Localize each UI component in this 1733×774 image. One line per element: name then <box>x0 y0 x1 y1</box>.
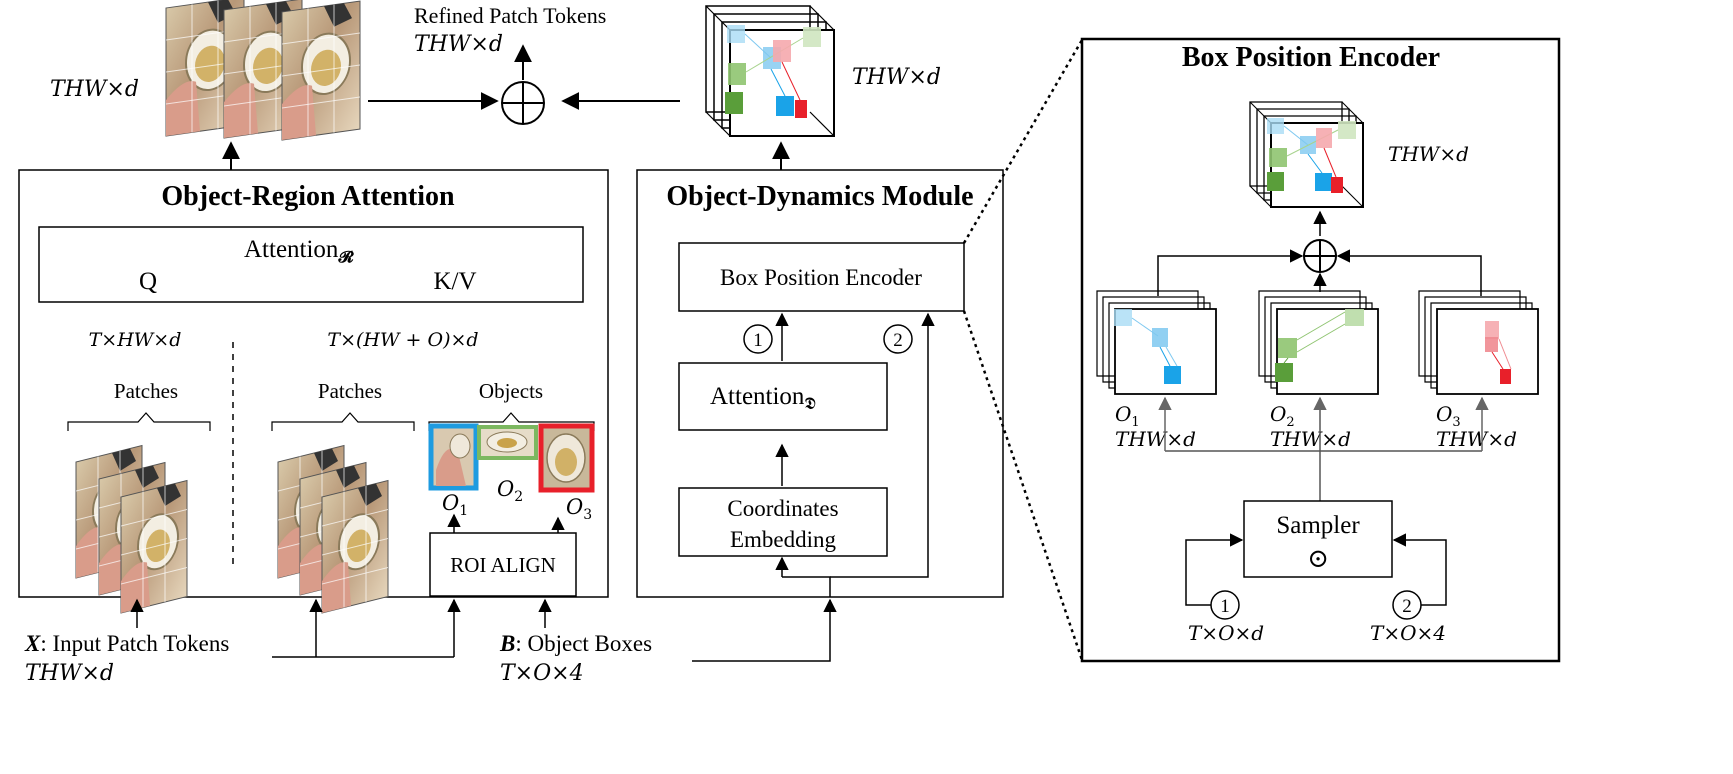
bpe-panel-title: Box Position Encoder <box>1182 42 1440 73</box>
object-o2-label: O2 <box>497 477 523 505</box>
roi-align-box <box>429 532 577 597</box>
bpe-top-dim: THW×d <box>1388 142 1469 166</box>
bpe-circle-2 <box>1392 590 1422 620</box>
b-input-dim: T×O×4 <box>500 661 584 686</box>
line-o1-to-sum <box>1157 249 1304 296</box>
odm-circle-2 <box>883 324 913 354</box>
odm-input-split <box>782 576 831 597</box>
refined-label: Refined Patch Tokens <box>414 3 606 28</box>
bpe-o1-dim: THW×d <box>1115 427 1196 451</box>
x-input-dim: THW×d <box>25 661 114 686</box>
attention-r-box <box>38 226 584 303</box>
ora-right-dim: T×(HW + O)×d <box>327 329 478 351</box>
ora-title: Object-Region Attention <box>161 181 455 212</box>
refined-dim: THW×d <box>414 32 503 57</box>
patches-right-brace <box>271 412 415 431</box>
bpe-top-cube <box>1249 101 1364 208</box>
kv-label: K/V <box>433 268 476 295</box>
bpe-o3-dim: THW×d <box>1436 427 1517 451</box>
arrow-in1-to-sampler <box>1185 533 1244 606</box>
top-cube-dim: THW×d <box>852 65 941 90</box>
odm-circle-2-label: 2 <box>893 330 903 351</box>
odm-box <box>636 169 1004 598</box>
bpe-o3-label: O3 <box>1436 402 1461 430</box>
attention-d-box <box>678 362 888 431</box>
bpe-o2-label: O2 <box>1270 402 1295 430</box>
odm-circle-1-label: 1 <box>753 330 763 351</box>
patches-left-label: Patches <box>114 379 178 403</box>
bpe-in2-dim: T×O×4 <box>1370 621 1446 645</box>
coords-label-line2: Embedding <box>730 527 837 552</box>
patches-left-brace <box>67 412 211 431</box>
odm-title: Object-Dynamics Module <box>666 181 973 212</box>
zoom-line-top <box>962 39 1084 244</box>
ora-left-dim: T×HW×d <box>89 329 182 351</box>
patches-right-label: Patches <box>318 379 382 403</box>
objects-brace <box>428 412 595 431</box>
attention-r-label: Attention𝓡 <box>244 236 354 266</box>
b-route-line <box>692 598 837 662</box>
zoom-line-bottom <box>962 310 1084 661</box>
line-o3-to-sum <box>1336 249 1482 296</box>
bpe-panel <box>1080 37 1561 663</box>
bpe-cube-o1 <box>1096 290 1217 395</box>
patches-right-frames <box>276 444 390 615</box>
sum-operator-top <box>501 81 545 125</box>
coords-box <box>678 487 888 557</box>
b-input-label: B: Object Boxes <box>499 631 652 656</box>
object-crop-2 <box>477 425 538 460</box>
sampler-label: Sampler <box>1276 512 1360 539</box>
objects-label: Objects <box>479 379 543 403</box>
sampler-op: ⊙ <box>1307 544 1329 573</box>
x-input-label: X: Input Patch Tokens <box>24 631 229 656</box>
arrow-in2-to-sampler <box>1392 533 1447 606</box>
bpe-circle-2-label: 2 <box>1402 596 1412 617</box>
bpe-circle-1 <box>1210 590 1240 620</box>
arrow-to-bpe-input2 <box>830 312 935 578</box>
object-crop-3 <box>538 423 595 493</box>
coords-label-line1: Coordinates <box>727 496 838 521</box>
bpe-o1-label: O1 <box>1115 402 1140 430</box>
ora-box <box>18 169 609 598</box>
bpe-sum-operator <box>1303 239 1337 273</box>
patches-left-frames <box>74 444 189 615</box>
object-crop-1 <box>428 423 479 491</box>
roi-align-label: ROI ALIGN <box>450 553 556 577</box>
bpe-in1-dim: T×O×d <box>1188 621 1264 645</box>
bpe-o2-dim: THW×d <box>1270 427 1351 451</box>
top-cube <box>705 5 835 137</box>
odm-bpe-box <box>678 242 965 312</box>
top-left-dim: THW×d <box>50 77 139 102</box>
sampler-box <box>1243 500 1393 578</box>
object-o3-label: O3 <box>566 495 592 523</box>
bpe-cube-o2 <box>1258 290 1379 395</box>
bpe-cube-o3 <box>1418 290 1539 395</box>
object-o1-label: O1 <box>442 491 468 519</box>
top-frame-stack <box>164 0 362 142</box>
q-label: Q <box>139 268 157 295</box>
odm-circle-1 <box>743 324 773 354</box>
odm-bpe-label: Box Position Encoder <box>720 265 922 290</box>
attention-d-label: Attention𝕯 <box>710 383 816 413</box>
bpe-circle-1-label: 1 <box>1220 596 1230 617</box>
